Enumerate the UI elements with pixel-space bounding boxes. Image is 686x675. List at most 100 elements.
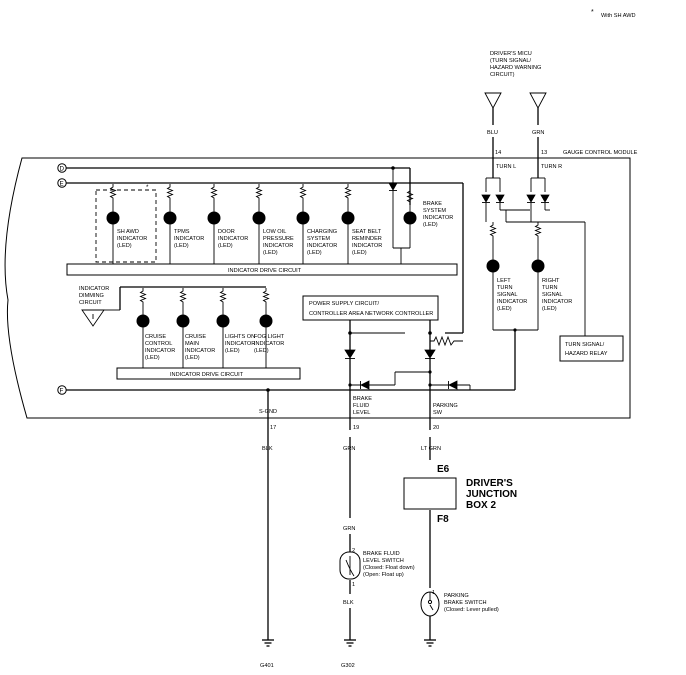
brake-parking-internal-circuit: [344, 320, 471, 430]
indicator-6-line1: SEAT BELT: [352, 229, 382, 235]
note-mark: *: [591, 9, 594, 16]
bottom-indicator-1-line1: CRUISE: [145, 334, 166, 340]
psw-wire: LT GRN: [421, 446, 441, 452]
brake-fluid-level-switch: GRN 2 1 BLK BRAKE FLUID LEVEL SWITCH (Cl…: [339, 526, 415, 640]
top-indicator-5: CHARGING SYSTEM INDICATOR (LED): [296, 183, 337, 264]
bfls-wire-top: GRN: [343, 526, 355, 532]
bottom-indicator-1-line2: CONTROL: [145, 341, 172, 347]
indicator-6-line4: (LED): [352, 250, 367, 256]
pbs-line3: (Closed: Lever pulled): [444, 607, 499, 613]
brake-indicator-line3: INDICATOR: [423, 215, 453, 221]
top-indicator-2: TPMS INDICATOR (LED): [163, 183, 204, 264]
indicator-drive-circuit-top-box: [66, 263, 458, 276]
bottom-indicator-3-line2: INDICATOR: [225, 341, 255, 347]
brake-indicator-line1: BRAKE: [423, 201, 442, 207]
indicator-4-line2: PRESSURE: [263, 236, 294, 242]
indicator-4-line4: (LED): [263, 250, 278, 256]
indicator-dimming-circuit: INDICATOR DIMMING CIRCUIT: [79, 286, 266, 327]
junction-line2: JUNCTION: [466, 489, 517, 500]
psw-name1: PARKING: [433, 403, 458, 409]
micu-connector-left-icon: [484, 92, 502, 109]
left-turn-line2: TURN: [497, 285, 513, 291]
bottom-indicator-4-line3: (LED): [254, 348, 269, 354]
pbs-line2: BRAKE SWITCH: [444, 600, 487, 606]
bus-f-label: F: [60, 388, 64, 395]
micu-left-wire: BLU: [487, 130, 498, 136]
relay-line2: HAZARD RELAY: [565, 351, 608, 357]
bottom-indicator-1: CRUISE CONTROL INDICATOR (LED): [136, 287, 175, 368]
indicator-1-line1: SH AWD: [117, 229, 139, 235]
parking-brake-switch: 1 PARKING BRAKE SWITCH (Closed: Lever pu…: [420, 590, 499, 640]
bottom-indicator-1-line3: INDICATOR: [145, 348, 175, 354]
indicator-3-line3: (LED): [218, 243, 233, 249]
ground-g302: G302: [341, 639, 356, 669]
brake-indicator-line4: (LED): [423, 222, 438, 228]
bfls-line2: LEVEL SWITCH: [363, 558, 404, 564]
indicator-3-line1: DOOR: [218, 229, 235, 235]
bottom-indicator-4-line2: INDICATOR: [254, 341, 284, 347]
relay-line1: TURN SIGNAL/: [565, 342, 605, 348]
indicator-1-line3: (LED): [117, 243, 132, 249]
bottom-indicator-2-line3: INDICATOR: [185, 348, 215, 354]
brake-indicator-line2: SYSTEM: [423, 208, 446, 214]
indicator-2-line1: TPMS: [174, 229, 190, 235]
left-turn-line5: (LED): [497, 306, 512, 312]
bottom-indicator-2-line1: CRUISE: [185, 334, 206, 340]
psw-name2: SW: [433, 410, 443, 416]
gauge-control-module-outline: [4, 157, 631, 419]
sh-awd-note: With SH AWD: [601, 13, 636, 19]
bottom-indicator-2: CRUISE MAIN INDICATOR (LED): [176, 287, 215, 368]
right-turn-line4: INDICATOR: [542, 299, 572, 305]
bottom-indicator-3-line1: LIGHTS ON: [225, 334, 255, 340]
junction-line1: DRIVER'S: [466, 478, 513, 489]
bottom-indicator-3-line3: (LED): [225, 348, 240, 354]
indicator-6-line3: INDICATOR: [352, 243, 382, 249]
bottom-indicator-3: LIGHTS ON INDICATOR (LED): [216, 287, 255, 368]
left-turn-line1: LEFT: [497, 278, 511, 284]
indicator-5-line1: CHARGING: [307, 229, 337, 235]
bfls-line3: (Closed: Float down): [363, 565, 415, 571]
indicator-5-line3: INDICATOR: [307, 243, 337, 249]
ground-g302-label: G302: [341, 663, 355, 669]
micu-title-2: (TURN SIGNAL/: [490, 58, 531, 64]
indicator-drive-circuit-bottom-box: [116, 367, 301, 380]
bfl-name1: BRAKE: [353, 396, 372, 402]
micu-title-3: HAZARD WARNING: [490, 65, 541, 71]
indicator-5-line2: SYSTEM: [307, 236, 330, 242]
power-supply-line2: CONTROLLER AREA NETWORK CONTROLLER: [309, 311, 433, 317]
right-turn-line3: SIGNAL: [542, 292, 563, 298]
indicator-4-line3: INDICATOR: [263, 243, 293, 249]
bfl-wire: GRN: [343, 446, 355, 452]
ground-g401-label: G401: [260, 663, 274, 669]
right-turn-line1: RIGHT: [542, 278, 560, 284]
dimming-line2: DIMMING: [79, 293, 104, 299]
left-turn-line3: SIGNAL: [497, 292, 518, 298]
sh-awd-optional-box: [95, 189, 157, 263]
sgnd-name: S-GND: [259, 409, 277, 415]
bfl-name3: LEVEL: [353, 410, 370, 416]
bottom-indicator-4-line1: FOG LIGHT: [254, 334, 285, 340]
junction-line3: BOX 2: [466, 500, 496, 511]
micu-connector-right-icon: [529, 92, 547, 109]
drivers-junction-box-2: [403, 477, 457, 510]
left-turn-line4: INDICATOR: [497, 299, 527, 305]
indicator-2-line2: INDICATOR: [174, 236, 204, 242]
bottom-indicator-2-line2: MAIN: [185, 341, 199, 347]
ground-parking: [424, 639, 436, 647]
module-label: GAUGE CONTROL MODULE: [563, 150, 638, 156]
micu-title-1: DRIVER'S MICU: [490, 51, 532, 57]
turn-l-label: TURN L: [496, 164, 516, 170]
micu-right-wire: GRN: [532, 130, 544, 136]
right-turn-line5: (LED): [542, 306, 557, 312]
top-indicator-3: DOOR INDICATOR (LED): [207, 183, 248, 264]
bus-e-label: E: [60, 181, 64, 188]
bfl-pin: 19: [353, 425, 359, 431]
top-indicator-6: SEAT BELT REMINDER INDICATOR (LED): [341, 183, 382, 264]
indicator-1-line2: INDICATOR: [117, 236, 147, 242]
power-supply-line1: POWER SUPPLY CIRCUIT/: [309, 301, 379, 307]
bfls-line1: BRAKE FLUID: [363, 551, 400, 557]
turn-signal-hazard-relay-box: [559, 335, 624, 362]
indicator-drive-circuit-bottom-label: INDICATOR DRIVE CIRCUIT: [170, 372, 244, 378]
top-indicator-4: LOW OIL PRESSURE INDICATOR (LED): [252, 183, 294, 264]
